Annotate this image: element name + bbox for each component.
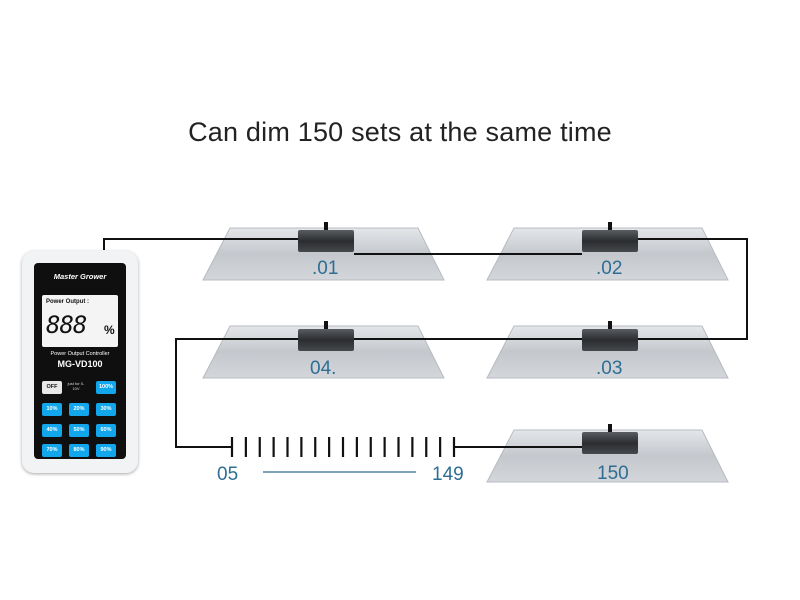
- button-70[interactable]: 70%: [42, 444, 62, 457]
- button-10[interactable]: 10%: [42, 403, 62, 416]
- lamp-label-02: .02: [596, 258, 622, 279]
- controller-face: Master Grower Power Output : 888 % Power…: [34, 263, 126, 459]
- range-end-label: 149: [432, 464, 464, 485]
- lamp-03: .03: [486, 321, 729, 379]
- button-80[interactable]: 80%: [69, 444, 89, 457]
- cable-chain: [103, 238, 748, 448]
- button-100[interactable]: 100%: [96, 381, 116, 394]
- controller-note: just for 0-10V: [67, 381, 85, 391]
- controller-subtitle: Power Output Controller: [50, 351, 110, 357]
- button-40[interactable]: 40%: [42, 424, 62, 437]
- button-50[interactable]: 50%: [69, 424, 89, 437]
- screen-label: Power Output :: [46, 299, 89, 305]
- controller-model: MG-VD100: [57, 359, 103, 369]
- range-ticks: [230, 437, 456, 457]
- off-button[interactable]: OFF: [42, 381, 62, 394]
- button-90[interactable]: 90%: [96, 444, 116, 457]
- lamp-150: 150: [486, 424, 729, 484]
- button-20[interactable]: 20%: [69, 403, 89, 416]
- lamp-label-03: .03: [596, 358, 622, 379]
- diagram-title: Can dim 150 sets at the same time: [188, 117, 612, 147]
- button-30[interactable]: 30%: [96, 403, 116, 416]
- lamp-label-01: .01: [312, 258, 338, 279]
- lamp-label-150: 150: [597, 463, 629, 484]
- screen-value: 888: [46, 311, 87, 339]
- lamp-01: .01: [202, 222, 445, 281]
- button-60[interactable]: 60%: [96, 424, 116, 437]
- range-start-label: 05: [217, 464, 238, 485]
- screen-unit: %: [104, 323, 115, 337]
- lamp-02: .02: [486, 222, 729, 281]
- lamp-label-04: 04.: [310, 358, 336, 379]
- lamp-04: 04.: [202, 321, 445, 379]
- controller-brand: Master Grower: [53, 272, 107, 281]
- controller-screen: Power Output : 888 %: [42, 295, 118, 347]
- dimmer-controller: Master Grower Power Output : 888 % Power…: [22, 251, 138, 473]
